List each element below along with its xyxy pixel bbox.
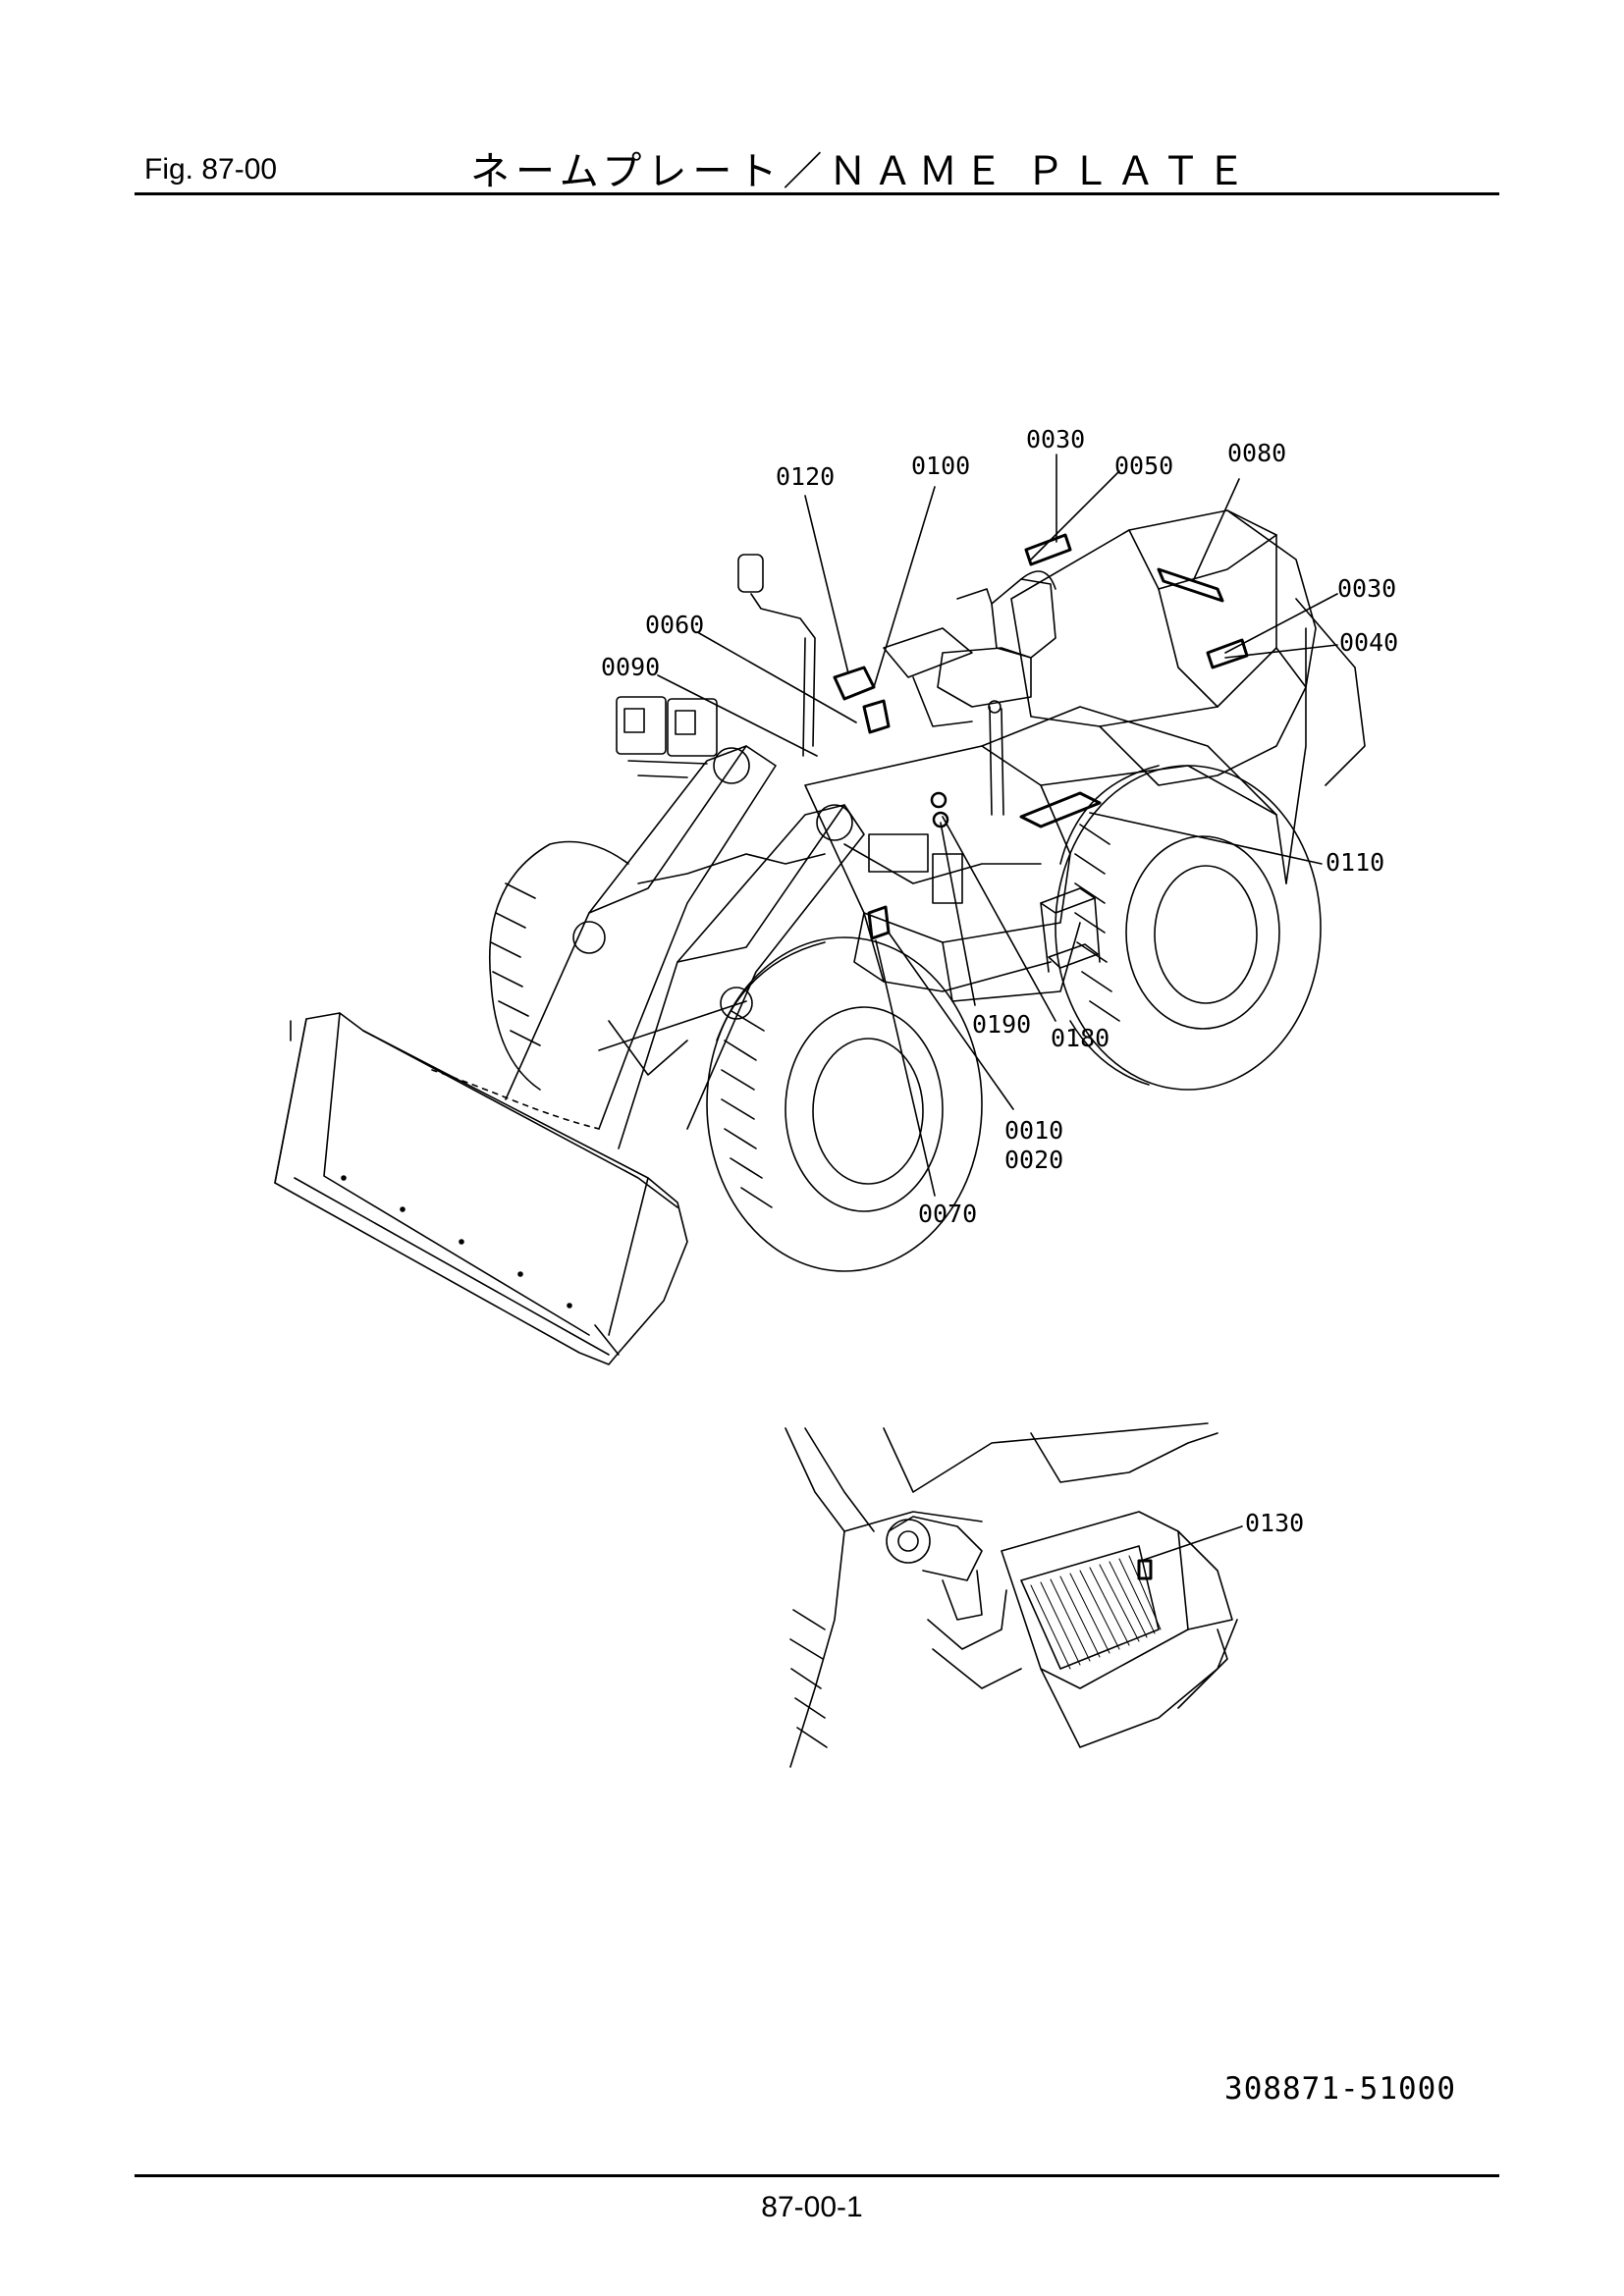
callout-0100: 0100 [911,452,970,480]
callout-0120: 0120 [776,462,835,491]
leader-lines [657,454,1338,1562]
footer-rule [135,2174,1499,2177]
operator-seat [883,570,1056,727]
callout-0110: 0110 [1326,848,1384,877]
callout-0030-right: 0030 [1337,574,1396,603]
loader-frame [804,706,1287,1002]
header-rule [135,192,1499,195]
steps [1040,887,1101,973]
figure-label: Fig. 87-00 [144,153,278,186]
callout-0130: 0130 [1245,1509,1304,1537]
bucket [274,1012,688,1365]
callout-0020: 0020 [1004,1146,1063,1174]
callout-0050: 0050 [1114,452,1173,480]
callout-labels: 0030 0050 0080 0120 0100 0030 0040 0060 … [601,425,1398,1537]
document-number: 308871-51000 [1224,2071,1456,2107]
callout-0010: 0010 [1004,1116,1063,1145]
callout-0180: 0180 [1051,1024,1110,1052]
callout-0070: 0070 [918,1200,977,1228]
callout-0030-top: 0030 [1026,425,1085,454]
radiator-detail-illustration [785,1422,1238,1768]
headlights [616,696,718,778]
front-wheel-right [706,936,983,1272]
page-number: 87-00-1 [761,2191,863,2223]
wheel-loader-illustration [274,509,1366,1365]
handrails [737,554,1004,816]
callout-0190: 0190 [972,1010,1031,1039]
callout-0060: 0060 [645,611,704,639]
callout-0090: 0090 [601,653,660,681]
page-header: Fig. 87-00 ネームプレート／ＮＡＭＥ ＰＬＡＴＥ [135,139,1499,196]
callout-0080: 0080 [1227,439,1286,467]
page-title: ネームプレート／ＮＡＭＥ ＰＬＡＴＥ [470,150,1252,193]
decals [833,533,1249,940]
front-wheel-left [488,840,629,1091]
engine-hood [1010,509,1366,884]
lift-arms [505,745,865,1149]
callout-0040: 0040 [1339,628,1398,657]
